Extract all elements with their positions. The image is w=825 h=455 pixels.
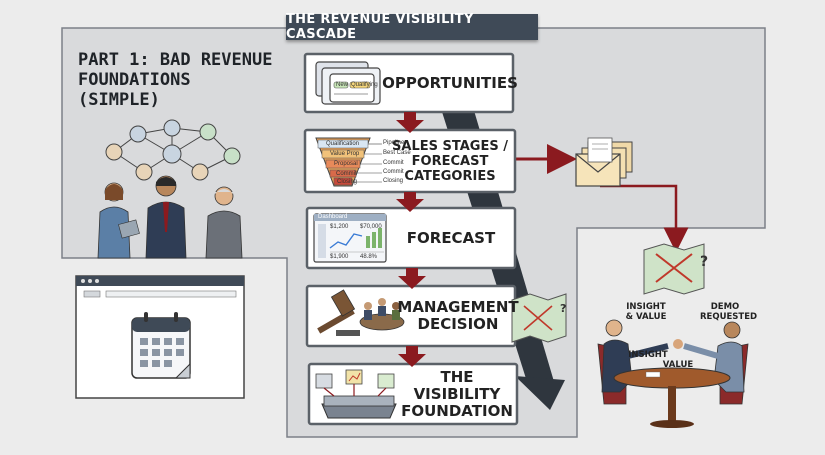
step-label-opportunities: OPPORTUNITIES bbox=[382, 73, 518, 92]
diagram-title: THE REVENUE VISIBILITY CASCADE bbox=[286, 12, 538, 42]
svg-text:?: ? bbox=[560, 302, 566, 315]
dashboard-metric: $1,900 bbox=[330, 254, 349, 260]
funnel-icon bbox=[315, 137, 382, 187]
meeting-illustration bbox=[597, 319, 749, 428]
part-title: PART 1: BAD REVENUE FOUNDATIONS (SIMPLE) bbox=[78, 50, 273, 110]
down-arrows bbox=[396, 112, 426, 367]
funnel-side-label: Pipeline bbox=[383, 140, 405, 146]
svg-text:?: ? bbox=[700, 254, 708, 270]
calendar-window bbox=[75, 275, 245, 399]
meeting-label-demo-requested: DEMO REQUESTED bbox=[700, 302, 758, 322]
meeting-label-insight-value: INSIGHT & VALUE bbox=[625, 302, 667, 322]
funnel-label: Closing bbox=[337, 179, 358, 185]
dashboard-icon bbox=[313, 213, 387, 263]
card-tag-new: New bbox=[336, 82, 349, 88]
funnel-label: Value Prop bbox=[330, 151, 360, 157]
funnel-side-label: Commit bbox=[383, 160, 404, 166]
meeting-label-value: VALUE bbox=[662, 360, 694, 370]
funnel-side-label: Commit bbox=[383, 169, 404, 175]
step-label-stages: SALES STAGES / FORECAST CATEGORIES bbox=[392, 138, 508, 184]
gavel-meeting-icon bbox=[317, 289, 405, 336]
mail-icon bbox=[575, 137, 633, 187]
card-tag-qualifying: Qualifying bbox=[351, 82, 378, 88]
step-label-forecast: FORECAST bbox=[406, 228, 496, 247]
org-network-icon bbox=[105, 119, 241, 181]
small-map-icon: ? bbox=[511, 293, 567, 343]
step-label-foundation: THE VISIBILITY FOUNDATION bbox=[401, 367, 513, 420]
dashboard-metric: $70,000 bbox=[360, 224, 382, 230]
line-mail-to-map bbox=[600, 184, 689, 253]
funnel-label: Commit bbox=[336, 171, 357, 177]
meeting-label-insight: INSIGHT bbox=[628, 350, 668, 360]
step-label-management: MANAGEMENT DECISION bbox=[397, 298, 519, 333]
dashboard-header: Dashboard bbox=[318, 214, 348, 220]
opportunity-cards-icon bbox=[315, 61, 381, 105]
funnel-label: Proposal bbox=[334, 161, 358, 167]
dashboard-metric: 48.8% bbox=[360, 254, 378, 260]
funnel-label: Qualification bbox=[326, 141, 360, 147]
large-map-icon: ? bbox=[643, 243, 708, 295]
dashboard-metric: $1,200 bbox=[330, 224, 349, 230]
business-team-illustration bbox=[97, 175, 243, 259]
foundation-icon bbox=[315, 369, 397, 419]
band-arrowhead bbox=[515, 376, 565, 410]
funnel-side-label: Closing bbox=[383, 178, 404, 184]
funnel-side-label: Best Case bbox=[383, 150, 411, 156]
